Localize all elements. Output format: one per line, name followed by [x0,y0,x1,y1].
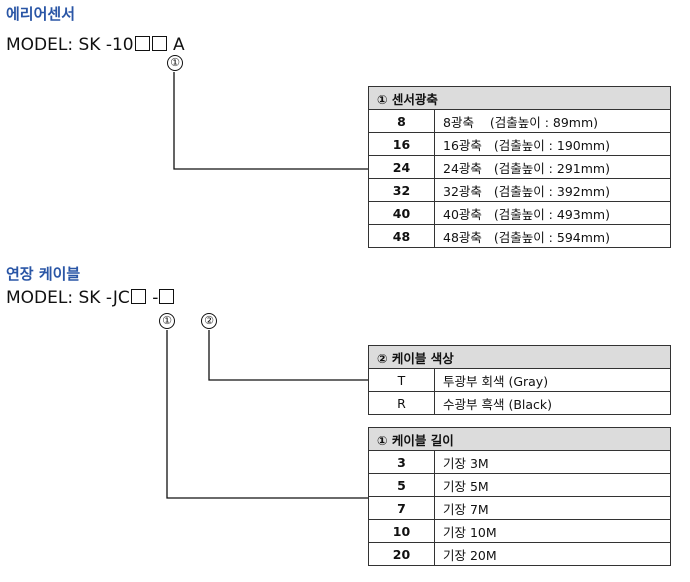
code-box [159,289,175,304]
area-sensor-model-code: MODEL: SK -10 A [6,35,185,55]
cable-title: 연장 케이블 [6,265,81,283]
area-sensor-title: 에리어센서 [6,5,76,23]
option-desc: 16광축 (검출높이 : 190mm) [434,132,671,156]
option-desc: 24광축 (검출높이 : 291mm) [434,155,671,179]
option-desc: 기장 5M [434,473,671,497]
option-desc: 48광축 (검출높이 : 594mm) [434,224,671,248]
option-code: 24 [368,155,435,179]
model-prefix: MODEL: SK -JC [6,288,130,308]
code-box [151,36,167,51]
table-header-row: ① 케이블 길이 [368,427,671,451]
leader-line-cable-color [208,330,368,381]
option-desc: 8광축 (검출높이 : 89mm) [434,109,671,133]
option-code: 48 [368,224,435,248]
option-desc: 수광부 흑색 (Black) [434,391,671,415]
option-code: 40 [368,201,435,225]
option-code: 16 [368,132,435,156]
marker-2: ② [201,313,217,329]
marker-1: ① [167,55,183,71]
option-desc: 기장 20M [434,542,671,566]
option-desc: 기장 10M [434,519,671,543]
option-code: 8 [368,109,435,133]
option-code: 5 [368,473,435,497]
option-code: 7 [368,496,435,520]
model-prefix: MODEL: SK -10 [6,35,134,55]
model-suffix: A [173,35,185,55]
option-desc: 기장 7M [434,496,671,520]
leader-line-sensor-axis [173,72,368,170]
option-desc: 투광부 회색 (Gray) [434,368,671,392]
option-desc: 32광축 (검출높이 : 392mm) [434,178,671,202]
marker-1: ① [159,313,175,329]
option-desc: 기장 3M [434,450,671,474]
code-box [130,289,146,304]
table-header: ① 센서광축 [368,86,671,110]
option-code: 20 [368,542,435,566]
option-code: 3 [368,450,435,474]
option-code: 10 [368,519,435,543]
code-box [134,36,150,51]
table-header-row: ② 케이블 색상 [368,345,671,369]
table-header: ② 케이블 색상 [368,345,671,369]
option-code: 32 [368,178,435,202]
option-desc: 40광축 (검출높이 : 493mm) [434,201,671,225]
option-code: R [368,391,435,415]
leader-line-cable-length [166,330,368,499]
cable-model-code: MODEL: SK -JC - [6,288,175,308]
table-header: ① 케이블 길이 [368,427,671,451]
option-code: T [368,368,435,392]
model-dash: - [152,288,159,308]
table-header-row: ① 센서광축 [368,86,671,110]
